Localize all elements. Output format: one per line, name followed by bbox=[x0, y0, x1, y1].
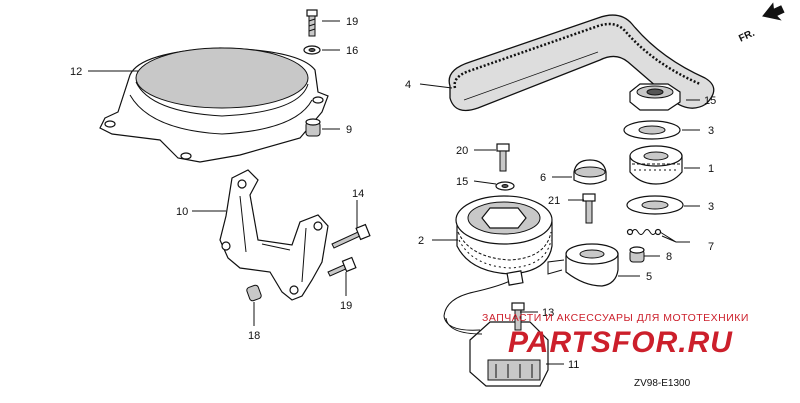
part-6-cap bbox=[573, 159, 607, 185]
callout-labels: 19 16 9 12 10 14 19 18 4 15 3 1 3 20 15 … bbox=[70, 16, 716, 371]
callout-4: 4 bbox=[405, 79, 411, 91]
callout-19: 19 bbox=[346, 16, 358, 28]
part-16-washer bbox=[495, 181, 515, 191]
part-18-pin bbox=[246, 284, 262, 302]
part-19-bolt-top bbox=[306, 9, 318, 37]
part-14-bolt bbox=[331, 223, 371, 249]
part-15-nut bbox=[629, 83, 681, 111]
callout-5: 5 bbox=[646, 271, 652, 283]
leader-lines bbox=[88, 20, 700, 365]
callout-15: 15 bbox=[704, 95, 716, 107]
callout-12: 12 bbox=[70, 66, 82, 78]
part-9-collar bbox=[305, 118, 321, 137]
part-3-washer-top bbox=[623, 120, 681, 140]
part-8-roller bbox=[629, 246, 645, 263]
part-1-gear bbox=[629, 145, 683, 185]
callout-9: 9 bbox=[346, 124, 352, 136]
callout-3-lower: 3 bbox=[708, 201, 714, 213]
callout-14: 14 bbox=[352, 188, 364, 200]
direction-indicator: FR. bbox=[737, 2, 785, 45]
callout-20: 20 bbox=[456, 145, 468, 157]
part-5-pulley bbox=[547, 243, 619, 287]
callout-11: 11 bbox=[568, 359, 579, 371]
callout-17: 16 bbox=[346, 45, 358, 57]
part-19-bolt-lower bbox=[327, 256, 357, 277]
callout-21: 21 bbox=[548, 195, 560, 207]
part-2-pulley bbox=[455, 195, 553, 275]
callout-1: 1 bbox=[708, 163, 714, 175]
part-21-bolt bbox=[582, 193, 596, 224]
diagram-code: ZV98-E1300 bbox=[634, 378, 691, 389]
watermark-logo: PARTSFOR.RU bbox=[508, 326, 733, 359]
part-20-bolt bbox=[496, 143, 510, 172]
direction-arrow-icon bbox=[762, 2, 785, 21]
part-7-spring bbox=[626, 228, 662, 236]
callout-7: 7 bbox=[708, 241, 714, 253]
part-11-ignition-module bbox=[443, 270, 549, 387]
callout-19-lower: 19 bbox=[340, 300, 352, 312]
part-13-bolt bbox=[511, 302, 525, 331]
part-12-starter-cover bbox=[99, 47, 329, 163]
direction-label: FR. bbox=[737, 28, 756, 45]
part-10-bracket bbox=[219, 169, 329, 301]
callout-13: 13 bbox=[542, 307, 554, 319]
callout-10: 10 bbox=[176, 206, 188, 218]
callout-16: 15 bbox=[456, 176, 468, 188]
part-3-washer-lower bbox=[626, 195, 684, 215]
callout-18: 18 bbox=[248, 330, 260, 342]
watermark-tagline: ЗАПЧАСТИ И АКСЕССУАРЫ ДЛЯ МОТОТЕХНИКИ bbox=[482, 312, 749, 324]
part-17-washer bbox=[303, 45, 321, 55]
callout-2: 2 bbox=[418, 235, 424, 247]
callout-8: 8 bbox=[666, 251, 672, 263]
part-4-belt bbox=[448, 14, 715, 112]
callout-6: 6 bbox=[540, 172, 546, 184]
callout-3-top: 3 bbox=[708, 125, 714, 137]
watermark: ЗАПЧАСТИ И АКСЕССУАРЫ ДЛЯ МОТОТЕХНИКИ PA… bbox=[482, 312, 749, 359]
